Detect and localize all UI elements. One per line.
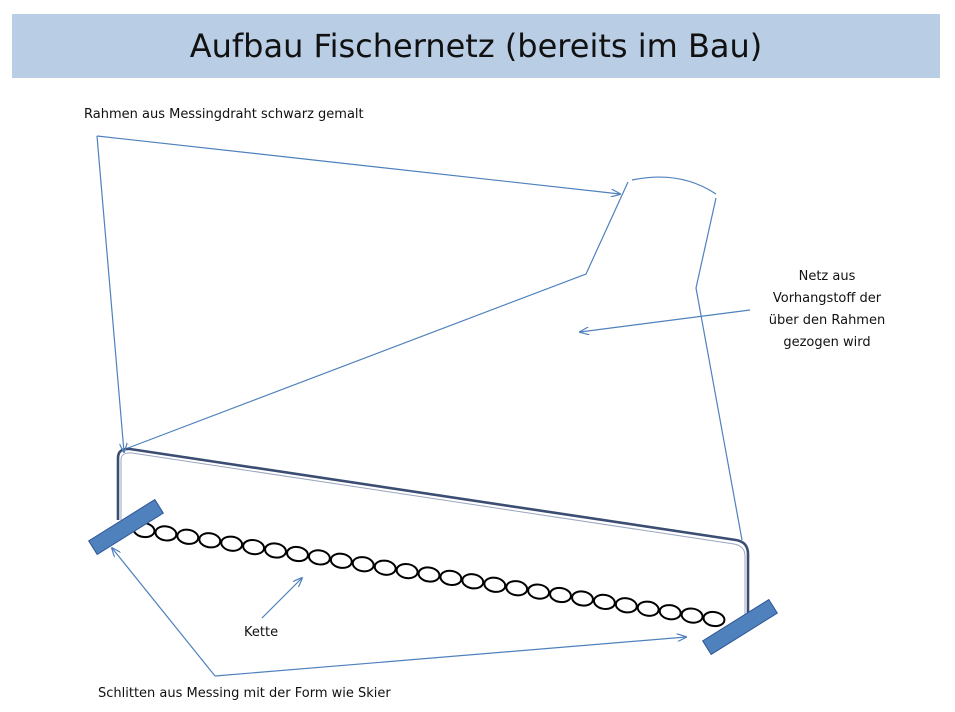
sled-callout-right — [214, 637, 686, 677]
chain-link — [220, 535, 244, 552]
chain-link — [571, 590, 594, 607]
page-title: Aufbau Fischernetz (bereits im Bau) — [189, 27, 763, 65]
chain-link — [154, 525, 178, 542]
frame-callout-to-top — [96, 135, 620, 194]
sled-callout-left — [112, 548, 216, 677]
ski-left — [87, 498, 165, 556]
chain-link — [307, 549, 331, 566]
net-label-line: Netz aus — [798, 269, 856, 284]
net-label-line: über den Rahmen — [768, 313, 886, 328]
chain-link — [636, 600, 660, 617]
chain-link — [483, 576, 507, 593]
net-outline — [127, 181, 629, 449]
chain-link — [286, 545, 309, 563]
chain-link — [417, 566, 441, 583]
chain-link — [395, 562, 419, 580]
chain-link — [198, 532, 222, 549]
brass-frame-shadow — [120, 452, 746, 624]
net-right-edge — [695, 197, 743, 541]
chain-link — [527, 583, 551, 600]
chain-link — [702, 610, 726, 628]
chain-link — [505, 580, 529, 597]
net-label: Netz aus Vorhangstoff der über den Rahme… — [752, 266, 902, 354]
frame-callout-to-left — [96, 135, 124, 452]
chain-link — [614, 597, 638, 614]
net-callout — [580, 309, 751, 332]
chain-link — [680, 607, 704, 624]
net-label-line: Vorhangstoff der — [772, 291, 882, 306]
chain-link — [329, 552, 353, 569]
chain-link — [351, 556, 375, 573]
chain-link — [592, 593, 616, 611]
net-top-curve — [631, 176, 717, 195]
brass-frame — [116, 447, 750, 624]
title-bar — [12, 14, 940, 78]
chain-link — [242, 538, 266, 556]
ski-right — [701, 598, 779, 656]
chain-link — [176, 528, 200, 545]
sled-label: Schlitten aus Messing mit der Form wie S… — [98, 686, 391, 701]
chain-link — [549, 586, 572, 604]
frame-label: Rahmen aus Messingdraht schwarz gemalt — [84, 107, 364, 122]
chain-link — [264, 542, 287, 559]
chain-label: Kette — [244, 625, 279, 640]
chain-callout — [261, 578, 302, 619]
chain-link — [439, 569, 463, 587]
chain-link — [373, 559, 397, 576]
chain-link — [658, 604, 682, 621]
net-label-line: gezogen wird — [783, 335, 871, 350]
chain-link — [461, 573, 485, 590]
chain — [132, 521, 726, 628]
